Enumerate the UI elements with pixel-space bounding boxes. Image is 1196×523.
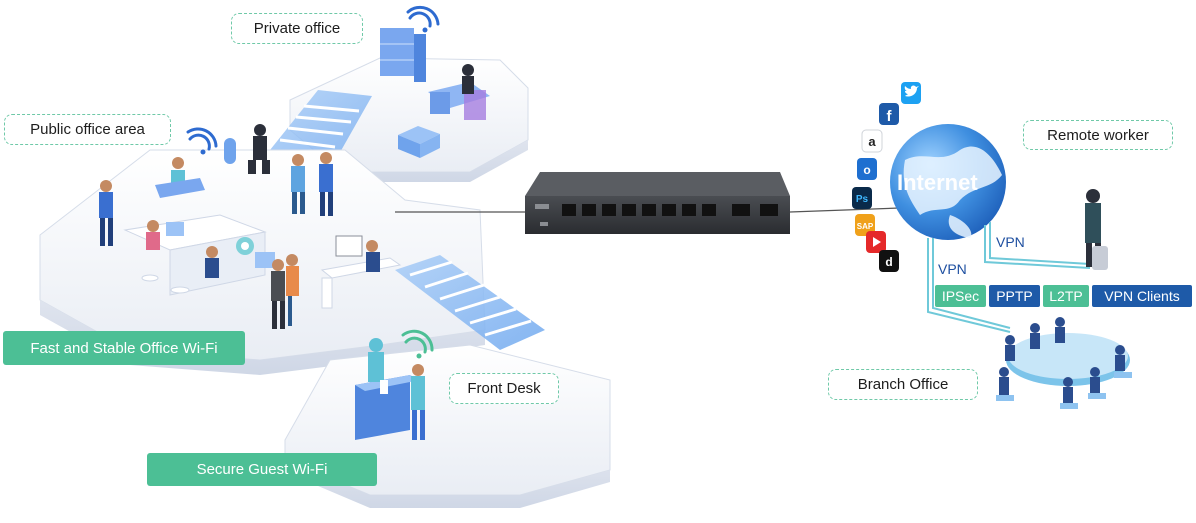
person-laptop <box>271 254 299 329</box>
public-office-area-label: Public office area <box>4 114 171 145</box>
smart-speaker <box>224 138 236 164</box>
vpn-branch-label: VPN <box>938 261 967 277</box>
front-desk-stairs <box>395 255 545 350</box>
svg-text:f: f <box>887 108 893 125</box>
outlook-icon: o <box>857 158 877 180</box>
front-desk-label: Front Desk <box>449 373 559 404</box>
internet-label: Internet <box>897 170 978 195</box>
svg-text:d: d <box>885 255 892 269</box>
photoshop-icon: Ps <box>852 187 872 209</box>
front-desk-counter <box>355 338 425 440</box>
twitter-icon <box>901 82 921 104</box>
vpn-tag-ipsec: IPSec <box>935 285 986 307</box>
vpn-tag-l2tp: L2TP <box>1043 285 1089 307</box>
office-wifi-label: Fast and Stable Office Wi-Fi <box>3 331 245 365</box>
internet-globe <box>890 124 1006 240</box>
branch-office-table <box>996 317 1132 409</box>
svg-text:Ps: Ps <box>856 194 869 205</box>
workstation <box>320 235 402 309</box>
sap-icon: SAP <box>855 214 875 236</box>
guest-wifi-label: Secure Guest Wi-Fi <box>147 453 377 486</box>
private-office-cabinet <box>380 28 426 82</box>
person-desk-1 <box>141 220 160 282</box>
private-office-desk <box>428 64 490 120</box>
vpn-link-branch <box>927 238 1011 333</box>
vpn-tag-vpn-clients: VPN Clients <box>1092 285 1192 307</box>
amazon-icon: a <box>861 129 883 153</box>
gateway-switch <box>525 172 790 234</box>
remote-worker-figure <box>1085 189 1108 270</box>
person-standing-2 <box>319 152 333 216</box>
wifi-icon <box>401 329 434 359</box>
private-office-label: Private office <box>231 13 363 44</box>
person-walking <box>248 124 270 174</box>
youtube-icon <box>866 231 886 253</box>
tiktok-icon: d <box>879 250 899 272</box>
svg-text:SAP: SAP <box>857 222 874 231</box>
private-office-ottoman <box>398 126 440 158</box>
facebook-icon: f <box>879 103 899 125</box>
svg-text:o: o <box>863 163 870 177</box>
cable-right <box>789 207 901 213</box>
wifi-icon <box>406 5 440 33</box>
person-desk-2 <box>170 246 219 294</box>
svg-text:a: a <box>868 134 876 149</box>
person-standing-1 <box>291 154 305 214</box>
vpn-remote-label: VPN <box>996 234 1025 250</box>
remote-worker-label: Remote worker <box>1023 120 1173 150</box>
person-waving <box>99 180 113 246</box>
vpn-link-remote <box>984 222 1091 269</box>
gear-icon <box>236 237 254 255</box>
vpn-tag-pptp: PPTP <box>989 285 1040 307</box>
person-at-table <box>155 157 205 198</box>
wifi-icon <box>186 127 218 155</box>
branch-office-label: Branch Office <box>828 369 978 400</box>
